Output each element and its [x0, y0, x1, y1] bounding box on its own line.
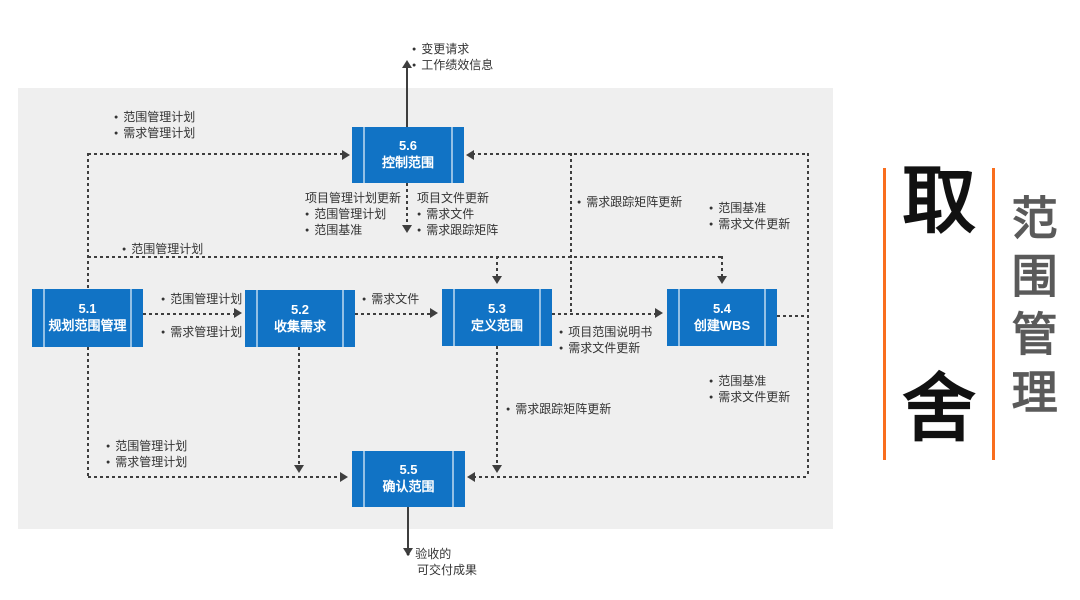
- label-line: 需求跟踪矩阵更新: [577, 195, 682, 211]
- label-line: 需求文件更新: [709, 390, 790, 406]
- label-line: 需求文件更新: [559, 341, 652, 357]
- label-line: 需求文件: [362, 292, 419, 308]
- label-line: 验收的: [406, 547, 477, 563]
- connector-into-53-vertical: [496, 256, 498, 276]
- connector-53-to-56-vertical: [570, 153, 572, 314]
- label-line: 需求管理计划: [114, 126, 195, 142]
- label-line: 变更请求: [412, 42, 493, 58]
- connector-left-to-55-horizontal: [88, 476, 344, 478]
- process-box-5-4: 5.4 创建WBS: [667, 289, 777, 346]
- connector-53-to-54: [552, 313, 660, 315]
- label-accepted-deliverables: 验收的 可交付成果: [406, 547, 477, 579]
- label-line: 需求跟踪矩阵更新: [506, 402, 611, 418]
- label-56-outputs-up: 变更请求 工作绩效信息: [412, 42, 493, 74]
- label-rtm-update-lower: 需求跟踪矩阵更新: [506, 402, 611, 418]
- connector-right-to-55-horizontal: [473, 476, 809, 478]
- process-name: 确认范围: [382, 479, 435, 494]
- label-line: 需求管理计划: [161, 325, 242, 341]
- arrowhead-into-54-icon: [655, 308, 663, 318]
- arrowhead-into-56-right-icon: [466, 150, 474, 160]
- arrowhead-53-down-icon: [492, 465, 502, 473]
- connector-right-to-56-horizontal: [472, 153, 808, 155]
- process-name: 控制范围: [381, 155, 434, 170]
- connector-right-rail-vertical: [807, 153, 809, 477]
- process-box-5-2: 5.2 收集需求: [245, 290, 355, 347]
- label-rtm-update-upper: 需求跟踪矩阵更新: [577, 195, 682, 211]
- title-char-top: 取: [902, 158, 976, 244]
- label-line: 项目范围说明书: [559, 325, 652, 341]
- label-54-to-56-outputs: 范围基准 需求文件更新: [709, 201, 790, 233]
- connector-52-to-53: [355, 313, 435, 315]
- title-side-vertical: 范围管理: [1005, 194, 1058, 426]
- label-line: 需求跟踪矩阵: [417, 223, 498, 239]
- connector-into-54-vertical: [721, 256, 723, 276]
- process-box-5-6: 5.6 控制范围: [352, 127, 464, 183]
- label-doc-updates: 项目文件更新 需求文件 需求跟踪矩阵: [417, 191, 498, 238]
- connector-51-bottom-vertical: [87, 347, 89, 477]
- label-scope-plan-mid: 范围管理计划: [122, 242, 203, 258]
- arrowhead-into-55-left-icon: [340, 472, 348, 482]
- connector-51-top-vertical: [87, 153, 89, 289]
- label-line: 范围管理计划: [161, 292, 242, 308]
- title-char-bottom: 舍: [902, 366, 976, 452]
- process-code: 5.2: [290, 301, 310, 317]
- process-code: 5.4: [712, 300, 732, 316]
- process-name: 创建WBS: [693, 317, 751, 333]
- label-line: 范围基准: [305, 223, 401, 239]
- process-code: 5.1: [78, 301, 97, 317]
- label-51-output-2: 需求管理计划: [161, 325, 242, 341]
- label-line: 需求文件: [417, 207, 498, 223]
- arrow-55-down-line: [407, 507, 409, 553]
- label-line: 范围管理计划: [106, 439, 187, 455]
- process-box-5-1: 5.1 规划范围管理: [32, 289, 143, 347]
- label-line: 范围基准: [709, 374, 790, 390]
- label-line: 需求文件更新: [709, 217, 790, 233]
- connector-51-to-53-54-horizontal: [88, 256, 724, 258]
- connector-51-to-52: [143, 313, 238, 315]
- process-code: 5.6: [398, 138, 418, 154]
- label-line: 工作绩效信息: [412, 58, 493, 74]
- process-name: 收集需求: [273, 318, 326, 334]
- label-line: 范围管理计划: [114, 110, 195, 126]
- arrowhead-52-down-icon: [294, 465, 304, 473]
- title-left-bar: [883, 168, 886, 460]
- process-name: 定义范围: [470, 317, 523, 333]
- label-line: 需求管理计划: [106, 455, 187, 471]
- process-code: 5.3: [487, 300, 507, 316]
- label-line: 可交付成果: [417, 562, 478, 577]
- arrowhead-into-56-left-icon: [342, 150, 350, 160]
- arrowhead-into-53-top-icon: [492, 276, 502, 284]
- arrowhead-into-54-top-icon: [717, 276, 727, 284]
- connector-56-outputs-down: [406, 183, 408, 225]
- process-box-5-3: 5.3 定义范围: [442, 289, 552, 346]
- process-name: 规划范围管理: [48, 318, 127, 333]
- label-52-output: 需求文件: [362, 292, 419, 308]
- label-pm-plan-updates: 项目管理计划更新 范围管理计划 范围基准: [305, 191, 401, 238]
- process-code: 5.5: [399, 462, 418, 478]
- label-55-inputs-left: 范围管理计划 需求管理计划: [106, 439, 187, 471]
- label-51-output-1: 范围管理计划: [161, 292, 242, 308]
- label-line: 范围管理计划: [305, 207, 401, 223]
- arrowhead-into-53-icon: [430, 308, 438, 318]
- label-54-to-55-outputs: 范围基准 需求文件更新: [709, 374, 790, 406]
- label-title: 项目管理计划更新: [305, 191, 402, 205]
- connector-53-to-55-vertical: [496, 346, 498, 465]
- arrowhead-up-icon: [402, 60, 412, 68]
- connector-51-to-56-horizontal: [88, 153, 344, 155]
- label-line: 范围基准: [709, 201, 790, 217]
- connector-52-to-55-vertical: [298, 347, 300, 465]
- arrowhead-56-outputs-icon: [402, 225, 412, 233]
- connector-54-to-right-rail: [777, 315, 808, 317]
- arrow-56-up-line: [406, 68, 408, 127]
- label-56-inputs-left: 范围管理计划 需求管理计划: [114, 110, 195, 142]
- title-right-bar: [992, 168, 995, 460]
- label-line: 范围管理计划: [122, 242, 203, 258]
- arrowhead-into-52-icon: [234, 308, 242, 318]
- arrowhead-into-55-right-icon: [467, 472, 475, 482]
- process-box-5-5: 5.5 确认范围: [352, 451, 465, 507]
- label-53-outputs: 项目范围说明书 需求文件更新: [559, 325, 652, 357]
- label-title: 项目文件更新: [417, 191, 490, 205]
